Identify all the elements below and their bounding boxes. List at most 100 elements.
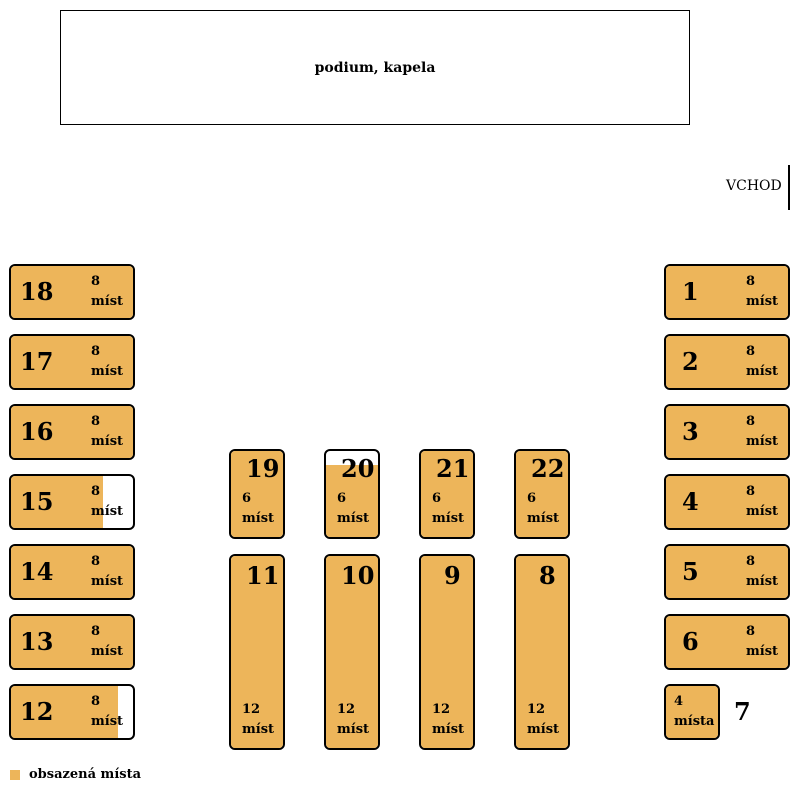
table-occupancy-fill [421,451,473,537]
table-number: 15 [20,487,54,516]
table-occupancy-fill [231,556,283,748]
legend-swatch [10,769,20,780]
table-capacity-count: 6 [242,491,252,506]
table-capacity-unit: míst [527,722,560,737]
table-capacity-unit: míst [242,511,275,526]
table-capacity-count: 8 [746,344,756,359]
stage: podium, kapela [60,10,690,125]
table-21[interactable]: 21 6 míst [419,449,475,539]
table-capacity-unit: míst [91,574,124,589]
table-capacity-count: 8 [746,414,756,429]
table-capacity-count: 8 [91,414,101,429]
table-occupancy-fill [11,616,133,668]
table-number: 12 [20,697,54,726]
table-capacity: 8 míst [746,482,778,522]
table-capacity-unit: míst [746,294,779,309]
table-occupancy-fill [516,451,568,537]
table-18[interactable]: 18 8 míst [9,264,135,320]
table-capacity-count: 8 [91,344,101,359]
table-capacity-count: 12 [432,702,451,717]
table-number: 18 [20,277,54,306]
table-capacity-unit: míst [746,644,779,659]
table-capacity-unit: míst [746,574,779,589]
table-number: 10 [341,561,375,590]
table-4[interactable]: 4 8 míst [664,474,790,530]
table-number: 4 [682,487,699,516]
table-occupancy-fill [326,556,378,748]
table-number: 11 [246,561,280,590]
stage-label: podium, kapela [314,59,436,76]
table-occupancy-fill [231,451,283,537]
table-capacity-unit: míst [432,511,465,526]
table-occupancy-fill [666,266,788,318]
table-occupancy-fill [11,546,133,598]
table-capacity-unit: míst [337,722,370,737]
table-capacity-count: 8 [746,624,756,639]
table-occupancy-fill [666,546,788,598]
table-number: 13 [20,627,54,656]
table-capacity-count: 6 [527,491,537,506]
table-10[interactable]: 10 12 míst [324,554,380,750]
table-number: 6 [682,627,699,656]
table-occupancy-fill [326,465,378,537]
table-number: 14 [20,557,54,586]
legend-label: obsazená místa [29,767,141,782]
table-occupancy-fill [11,336,133,388]
table-number: 22 [531,454,565,483]
table-occupancy-fill [666,336,788,388]
table-capacity-count: 8 [91,274,101,289]
table-number: 17 [20,347,54,376]
table-9[interactable]: 9 12 míst [419,554,475,750]
table-capacity-count: 8 [91,484,101,499]
table-capacity-count: 8 [91,624,101,639]
table-capacity-count: 6 [432,491,442,506]
table-number: 21 [436,454,470,483]
table-capacity-count: 8 [746,484,756,499]
table-capacity: 6 míst [242,489,274,529]
legend: obsazená místa [10,767,141,782]
table-2[interactable]: 2 8 míst [664,334,790,390]
table-number: 2 [682,347,699,376]
table-occupancy-fill [421,556,473,748]
table-6[interactable]: 6 8 míst [664,614,790,670]
table-occupancy-fill [11,686,118,738]
table-capacity-unit: míst [746,364,779,379]
table-capacity-unit: míst [91,294,124,309]
table-capacity-unit: míst [432,722,465,737]
table-number: 20 [341,454,375,483]
table-capacity: 8 míst [746,622,778,662]
table-capacity-unit: míst [746,504,779,519]
table-number: 19 [246,454,280,483]
table-number: 9 [444,561,461,590]
table-number: 3 [682,417,699,446]
table-19[interactable]: 19 6 míst [229,449,285,539]
table-capacity-count: 12 [242,702,261,717]
table-capacity: 6 míst [432,489,464,529]
table-occupancy-fill [11,476,103,528]
table-capacity-unit: míst [91,434,124,449]
table-capacity-unit: místa [674,714,715,729]
table-number: 1 [682,277,699,306]
table-capacity-count: 12 [337,702,356,717]
table-occupancy-fill [11,266,133,318]
